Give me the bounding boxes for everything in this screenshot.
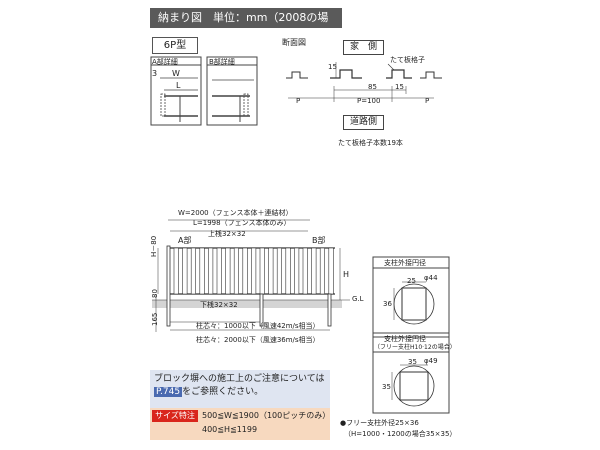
size-range-w: 500≦W≦1900（100ピッチのみ） — [202, 411, 331, 420]
detail-b-frame — [206, 56, 258, 126]
post-2-title: 支柱外接円径 — [384, 335, 426, 343]
post-1-title: 支柱外接円径 — [384, 259, 426, 267]
page-link[interactable]: P.745 — [154, 387, 183, 397]
slat — [251, 247, 257, 295]
section-p-center: P=100 — [357, 97, 381, 105]
slat — [319, 247, 325, 295]
post-spacing-2: 柱芯々：2000以下（風速36m/s相当） — [196, 336, 320, 344]
slat — [208, 247, 214, 295]
slat-label: たて板格子 — [390, 56, 425, 64]
top-rail-label: 上桟32×32 — [208, 230, 246, 238]
detail-b-post — [243, 93, 249, 117]
free-post-line-2: （H=1000・1200の場合35×35） — [344, 430, 457, 438]
bottom-rail-label: 下桟32×32 — [200, 301, 238, 309]
section-dim-15-top: 15 — [328, 63, 337, 71]
post-middle — [259, 293, 264, 327]
slat — [259, 247, 265, 295]
w-dimension: W=2000（フェンス本体＋連結材） — [178, 209, 293, 217]
road-side-label: 道路側 — [343, 115, 385, 130]
slat — [302, 247, 308, 295]
section-dim-15-right: 15 — [395, 83, 404, 91]
house-side-label: 家 側 — [343, 40, 385, 55]
slat — [173, 247, 179, 295]
detail-a-title: A部詳細 — [152, 58, 178, 66]
slat — [190, 247, 197, 295]
post-section-2 — [372, 332, 450, 414]
post-2-dim-side: 35 — [382, 383, 391, 391]
post-section-1 — [372, 256, 450, 338]
page-header: 納まり図 単位：mm（2008の場合） — [150, 8, 342, 44]
slat-count-note: たて板格子本数19本 — [338, 139, 403, 147]
ground-strip — [152, 300, 342, 308]
elevation-drawing — [152, 219, 350, 332]
section-p-left: P — [296, 97, 301, 105]
slat — [225, 247, 231, 295]
slat — [276, 247, 282, 295]
post-2-dim-top: 35 — [408, 358, 417, 366]
slat — [182, 247, 188, 295]
slat — [285, 247, 291, 295]
slat — [233, 247, 239, 295]
detail-a-frame — [150, 56, 202, 126]
slat-group — [173, 247, 334, 295]
section-dim-85: 85 — [368, 83, 377, 91]
slat — [199, 247, 205, 295]
post-1-dim-top: 25 — [407, 277, 416, 285]
section-drawing — [286, 62, 442, 102]
slat — [311, 247, 317, 295]
detail-a-l-label: L — [176, 81, 181, 90]
free-post-line-1: ●フリー支柱外径25×36 — [340, 419, 419, 427]
slat — [242, 247, 248, 295]
post-2-subtitle: （フリー支柱H10·12の場合） — [374, 344, 456, 351]
note-line-2: をご参照ください。 — [182, 387, 264, 397]
size-custom-badge: サイズ特注 — [152, 410, 198, 422]
size-range-h: 400≦H≦1199 — [202, 425, 258, 434]
slat — [328, 247, 334, 295]
detail-a-w-label: W — [172, 69, 180, 78]
slat — [268, 247, 274, 295]
h80-label: H－80 — [150, 235, 158, 257]
dim-165-label: 165 — [151, 312, 159, 326]
post-spacing-1: 柱芯々：1000以下（風速42m/s相当） — [196, 322, 320, 330]
a-part-label: A部 — [178, 236, 192, 245]
section-p-right: P — [425, 97, 430, 105]
post-2-diameter: φ49 — [424, 357, 438, 365]
section-title: 断面図 — [282, 38, 306, 47]
post-right — [327, 293, 332, 327]
gl-label: G.L — [352, 295, 364, 303]
detail-b-title: B部詳細 — [209, 58, 235, 66]
post-1-diameter: φ44 — [424, 274, 438, 282]
b-part-label: B部 — [312, 236, 326, 245]
post-left — [166, 245, 171, 327]
slat — [294, 247, 300, 295]
type-badge: 6P型 — [152, 37, 198, 54]
note-line-1: ブロック塀への施工上のご注意については — [154, 374, 325, 384]
post-1-dim-side: 36 — [383, 300, 392, 308]
dim-80-label: 80 — [151, 289, 159, 298]
detail-drawings — [150, 56, 258, 126]
detail-a-post — [160, 93, 166, 117]
slat — [216, 247, 222, 295]
detail-a-dim-3: 3 — [152, 69, 158, 78]
l-dimension: L=1998（フェンス本体のみ） — [193, 219, 291, 227]
h-label: H — [343, 270, 350, 279]
